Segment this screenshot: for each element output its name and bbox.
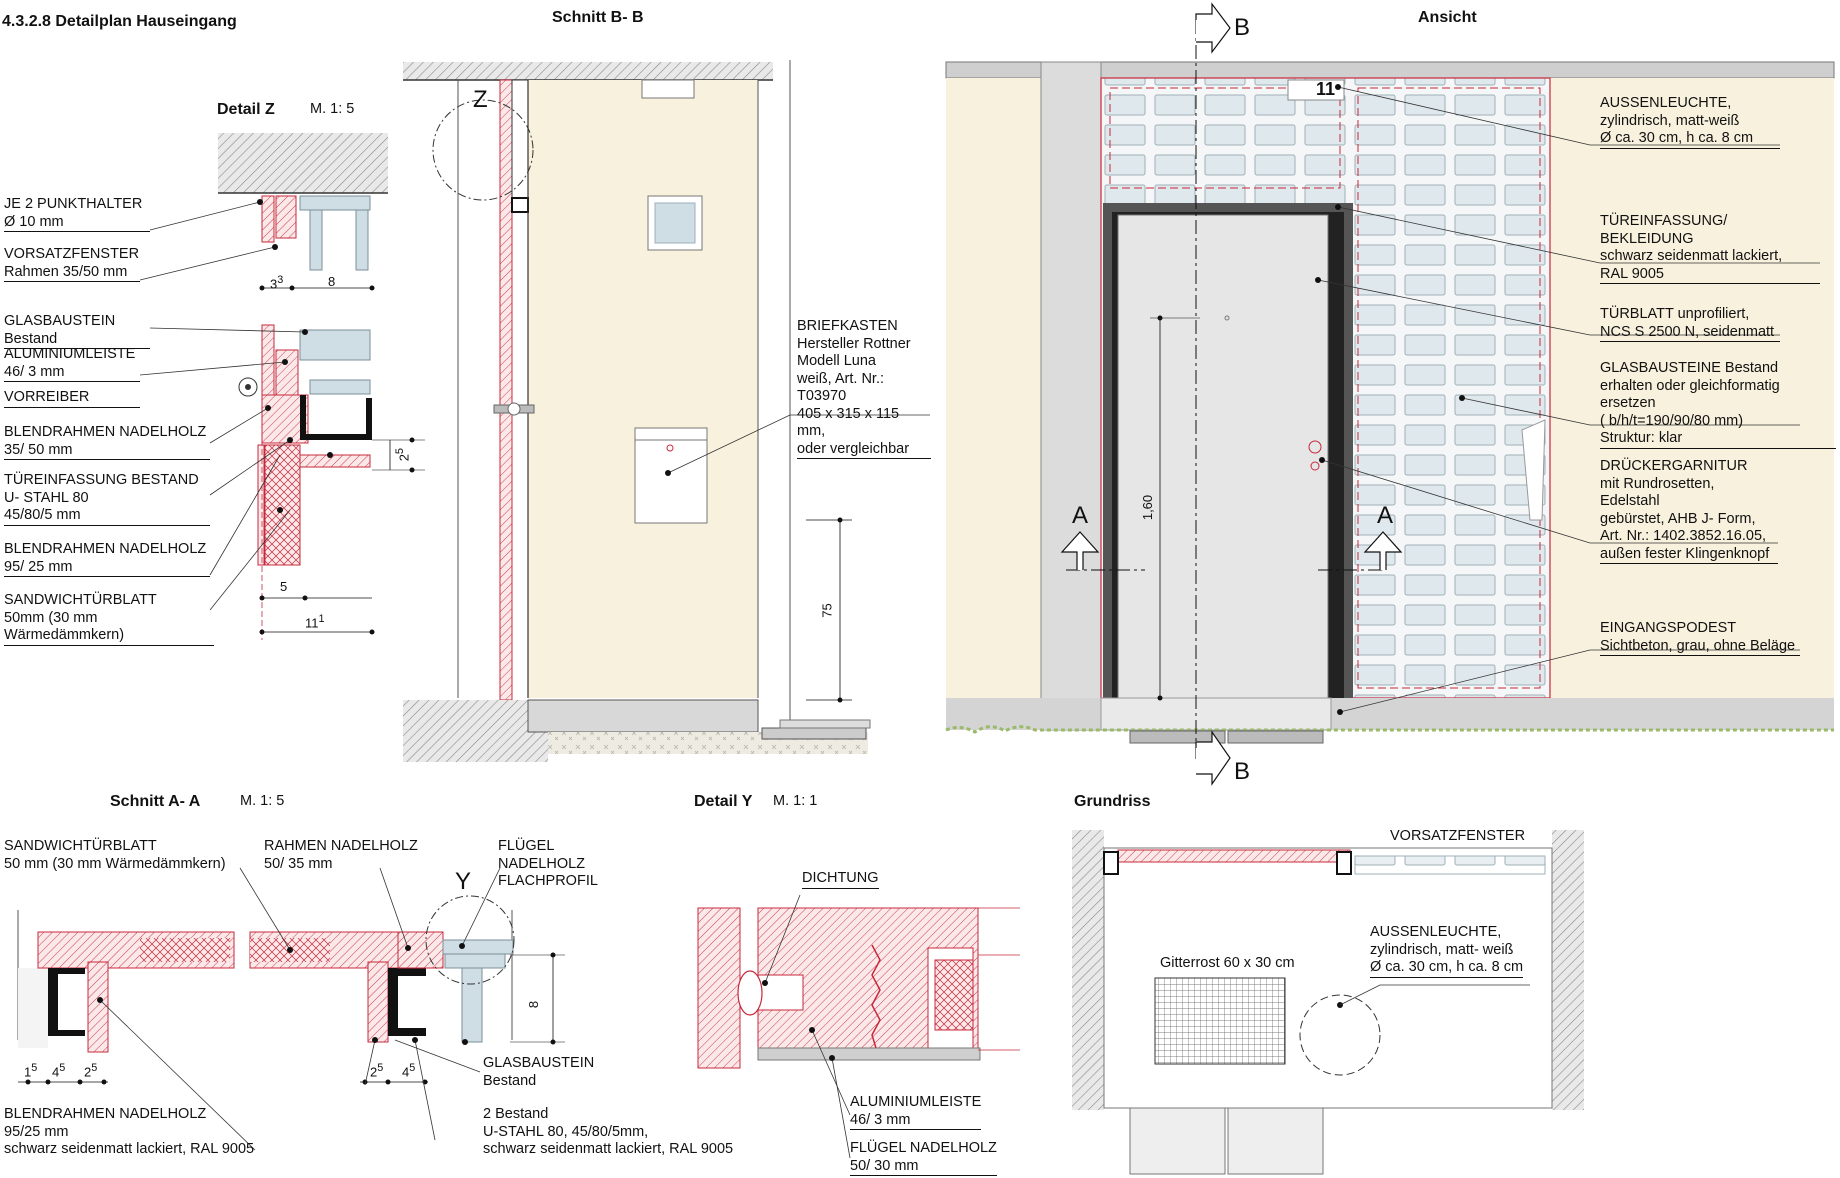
schnitt-aa [17, 867, 565, 1151]
label-briefkasten: BRIEFKASTEN Hersteller Rottner Modell Lu… [797, 318, 931, 459]
dim-z-3: 25 [393, 448, 412, 462]
detail-z [139, 133, 425, 640]
label-blendrahmen-2: BLENDRAHMEN NADELHOLZ 95/ 25 mm [4, 541, 210, 577]
schnitt-bb-title: Schnitt B- B [552, 9, 644, 26]
detail-z-title: Detail Z [217, 101, 275, 118]
dim-aa-3: 25 [84, 1062, 98, 1080]
ansicht [945, 2, 1835, 786]
section-marker-a-left: A [1072, 502, 1089, 529]
label-vorsatzfenster: VORSATZFENSTER Rahmen 35/50 mm [4, 246, 140, 282]
dim-aa-1: 15 [24, 1062, 38, 1080]
label-glasbausteine: GLASBAUSTEINE Bestand erhalten oder glei… [1600, 360, 1836, 449]
label-tuereinfassung: TÜREINFASSUNG BESTAND U- STAHL 80 45/80/… [4, 472, 210, 526]
detail-y-marker: Y [455, 868, 472, 895]
label-vorreiber: VORREIBER [4, 389, 140, 408]
section-marker-b-bottom: B [1234, 758, 1251, 785]
schnitt-bb [403, 60, 930, 762]
grundriss-title: Grundriss [1074, 793, 1151, 810]
detail-y [697, 894, 1020, 1159]
label-glasbaustein: GLASBAUSTEIN Bestand [4, 313, 150, 349]
label-aa-fluegel: FLÜGEL NADELHOLZ FLACHPROFIL [498, 838, 598, 889]
dim-aa-4: 25 [370, 1062, 384, 1080]
dim-z-4: 5 [280, 579, 288, 594]
dim-bb-75: 75 [819, 603, 835, 618]
label-aussenleuchte: AUSSENLEUCHTE, zylindrisch, matt-weiß Ø … [1600, 95, 1780, 149]
light-number: 11 [1316, 79, 1336, 99]
label-g-vorsatzfenster: VORSATZFENSTER [1390, 828, 1526, 844]
label-g-aussenleuchte: AUSSENLEUCHTE, zylindrisch, matt- weiß Ø… [1370, 924, 1524, 978]
dim-aa-6: 8 [526, 1000, 542, 1009]
schnitt-aa-scale: M. 1: 5 [240, 793, 285, 809]
label-y-aluminiumleiste: ALUMINIUMLEISTE 46/ 3 mm [850, 1094, 982, 1130]
ansicht-title: Ansicht [1418, 9, 1477, 26]
section-marker-b-top: B [1234, 14, 1251, 41]
label-y-fluegel: FLÜGEL NADELHOLZ 50/ 30 mm [850, 1140, 997, 1176]
grundriss [1072, 830, 1584, 1175]
label-aluminiumleiste: ALUMINIUMLEISTE 46/ 3 mm [4, 346, 140, 382]
dim-z-1: 33 [270, 274, 284, 292]
detail-y-title: Detail Y [694, 793, 753, 810]
page-title: 4.3.2.8 Detailplan Hauseingang [2, 13, 237, 30]
dim-z-2: 8 [328, 274, 336, 289]
label-punkthalter: JE 2 PUNKTHALTER Ø 10 mm [4, 196, 150, 232]
label-aa-u-stahl: 2 Bestand U-STAHL 80, 45/80/5mm, schwarz… [483, 1106, 734, 1157]
dim-aa-2: 45 [52, 1062, 66, 1080]
label-dichtung: DICHTUNG [802, 870, 879, 889]
dim-aa-5: 45 [402, 1062, 416, 1080]
label-tuerblatt: TÜRBLATT unprofiliert, NCS S 2500 N, sei… [1600, 306, 1780, 342]
label-eingangspodest: EINGANGSPODEST Sichtbeton, grau, ohne Be… [1600, 620, 1800, 656]
detail-z-marker: Z [473, 86, 488, 113]
detail-z-scale: M. 1: 5 [310, 101, 355, 117]
schnitt-aa-title: Schnitt A- A [110, 793, 201, 810]
label-drueckergarnitur: DRÜCKERGARNITUR mit Rundrosetten, Edelst… [1600, 458, 1778, 564]
section-marker-a-right: A [1377, 502, 1394, 529]
label-tuereinfassung-bekleidung: TÜREINFASSUNG/ BEKLEIDUNG schwarz seiden… [1600, 213, 1820, 284]
dim-ansicht-160: 1,60 [1140, 494, 1156, 521]
dim-z-5: 111 [305, 613, 325, 631]
label-aa-rahmen: RAHMEN NADELHOLZ 50/ 35 mm [264, 838, 418, 872]
label-aa-glasbaustein: GLASBAUSTEIN Bestand [483, 1055, 595, 1089]
label-aa-blendrahmen: BLENDRAHMEN NADELHOLZ 95/25 mm schwarz s… [4, 1106, 255, 1157]
label-aa-sandwichtuerblatt: SANDWICHTÜRBLATT 50 mm (30 mm Wärmedämmk… [4, 838, 226, 872]
detail-y-scale: M. 1: 1 [773, 793, 818, 809]
label-gitterrost: Gitterrost 60 x 30 cm [1160, 955, 1295, 971]
label-sandwichtuerblatt: SANDWICHTÜRBLATT 50mm (30 mm Wärmedämmke… [4, 592, 214, 646]
label-blendrahmen-1: BLENDRAHMEN NADELHOLZ 35/ 50 mm [4, 424, 210, 460]
